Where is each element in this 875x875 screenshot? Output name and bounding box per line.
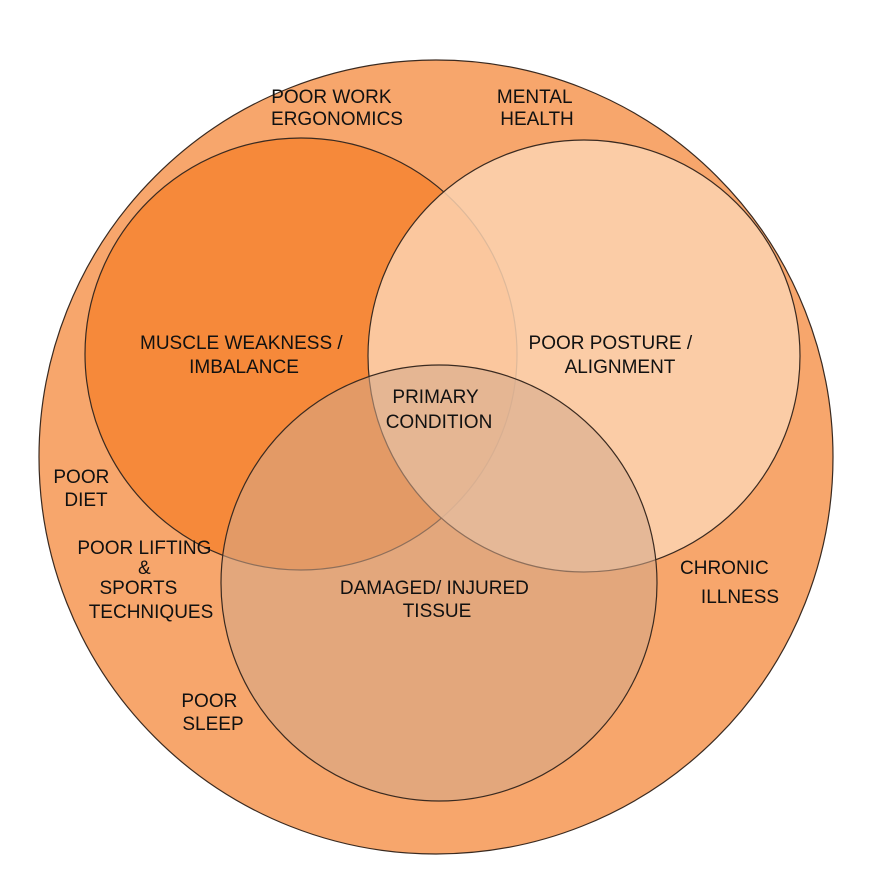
poor-sleep-label: POOR SLEEP [181,691,243,735]
chronic-illness-label: CHRONIC ILLNESS [680,558,779,608]
muscle-weakness-label: MUSCLE WEAKNESS / IMBALANCE [140,333,348,378]
poor-posture-label: POOR POSTURE / ALIGNMENT [529,333,698,378]
poor-lifting-label: POOR LIFTING & SPORTS TECHNIQUES [77,538,216,623]
primary-condition-label: PRIMARY CONDITION [386,387,493,433]
poor-diet-label: POOR DIET [53,467,114,511]
poor-work-ergonomics-label: POOR WORK ERGONOMICS [271,87,403,130]
mental-health-label: MENTAL HEALTH [497,87,577,130]
damaged-tissue-label: DAMAGED/ INJURED TISSUE [340,578,534,622]
damaged-tissue-circle [220,364,658,802]
